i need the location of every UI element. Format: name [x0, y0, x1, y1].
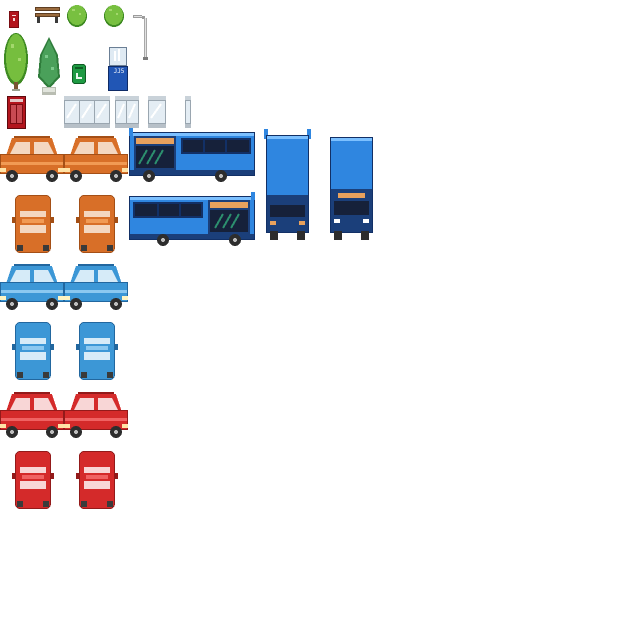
- bus-stop-sign-icon: [108, 47, 128, 91]
- car-top-icon: [12, 451, 54, 511]
- car-top-icon: [12, 322, 54, 382]
- bus-front-icon: [328, 137, 375, 240]
- bus-shelter-icon: [185, 96, 191, 128]
- bus-icon: [129, 128, 255, 183]
- car-side-icon: [64, 134, 128, 184]
- car-side-icon: [0, 262, 64, 312]
- phone-box-icon: [7, 96, 26, 129]
- car-top-icon: [76, 322, 118, 382]
- car-top-icon: [76, 195, 118, 255]
- bus-shelter-icon: [64, 96, 110, 128]
- car-side-icon: [64, 262, 128, 312]
- tree-icon: [3, 32, 29, 92]
- bus-shelter-icon: [148, 96, 166, 128]
- bush-icon: [103, 4, 125, 28]
- car-top-icon: [76, 451, 118, 511]
- car-top-icon: [12, 195, 54, 255]
- car-side-icon: [64, 390, 128, 440]
- bus-stop-sign-text: JJ5: [113, 68, 125, 75]
- cypress-tree-icon: [36, 37, 62, 96]
- postbox-icon: [9, 11, 19, 28]
- car-side-icon: [0, 134, 64, 184]
- bus-icon: [129, 192, 255, 247]
- street-lamp-icon: [133, 15, 149, 60]
- bench-icon: [35, 7, 60, 23]
- recycle-bin-icon: [72, 64, 86, 84]
- bush-icon: [66, 4, 88, 28]
- bus-rear-icon: [264, 129, 311, 240]
- bus-shelter-icon: [115, 96, 139, 128]
- car-side-icon: [0, 390, 64, 440]
